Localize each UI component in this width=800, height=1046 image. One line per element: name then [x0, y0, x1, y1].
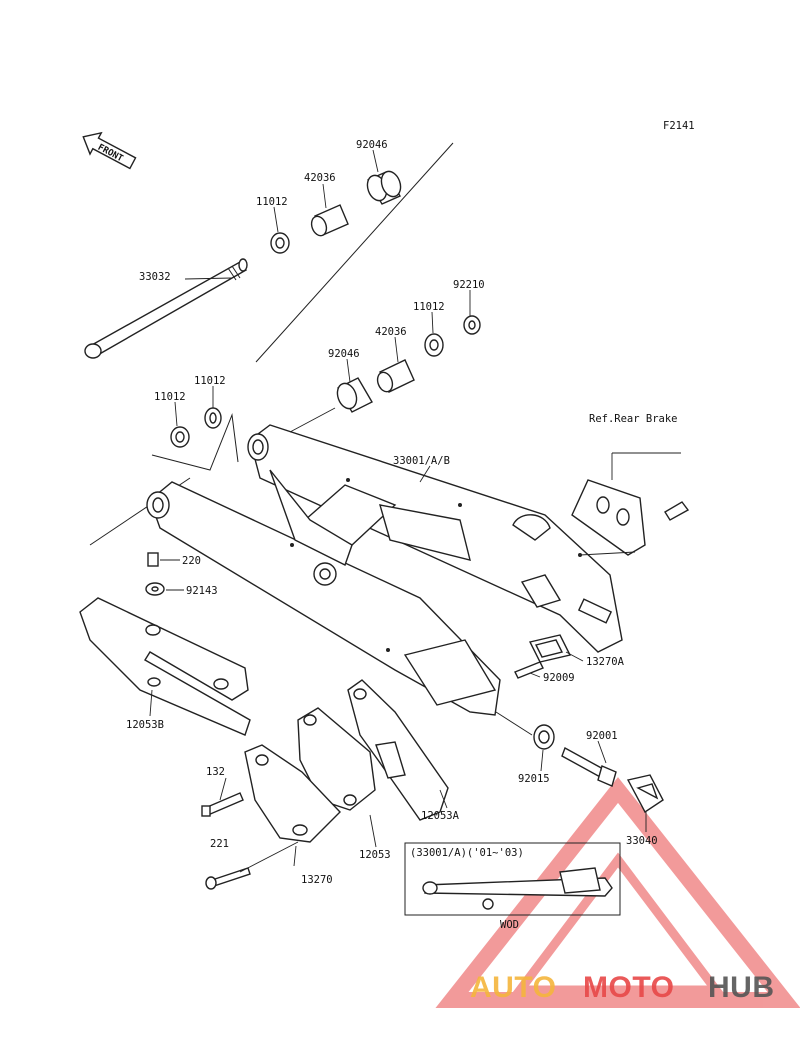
guard-plate-13270 [244, 744, 341, 843]
label-92046: 92046 [356, 139, 388, 151]
label-12053: 12053 [359, 849, 391, 861]
label-12053B: 12053B [126, 719, 164, 731]
guide-plate-13270A [528, 634, 572, 663]
label-33040: 33040 [626, 835, 658, 847]
label-11012: 11012 [194, 375, 226, 387]
chain-guide-12053A [347, 679, 449, 821]
rear-brake-bracket [571, 452, 690, 556]
label-13270: 13270 [301, 874, 333, 886]
watermark-hub: HUB [708, 971, 775, 1004]
label-92001: 92001 [586, 730, 618, 742]
label-92143: 92143 [186, 585, 218, 597]
watermark-auto: AUTO [470, 971, 556, 1004]
variant-inset [404, 842, 621, 916]
label-220: 220 [182, 555, 201, 567]
washer-11012-left-a [204, 407, 222, 429]
label-33032: 33032 [139, 271, 171, 283]
bolt-220 [147, 552, 159, 567]
bolt-132 [201, 792, 244, 817]
pivot-shaft-33032 [84, 258, 248, 359]
clip-33040 [626, 774, 664, 814]
watermark-moto: MOTO [583, 971, 674, 1004]
label-11012: 11012 [154, 391, 186, 403]
figure-id: F2141 [663, 120, 695, 132]
collar-42036-right [376, 359, 415, 393]
chain-slider-12053B [79, 597, 251, 736]
label-132: 132 [206, 766, 225, 778]
label-92046: 92046 [328, 348, 360, 360]
inset-footer: WOD [500, 919, 519, 931]
screw-92009 [514, 661, 544, 679]
chain-guide-12053 [297, 707, 376, 811]
label-42036: 42036 [304, 172, 336, 184]
label-ref-rear-brake: Ref.Rear Brake [589, 413, 678, 425]
swingarm-33001 [146, 424, 623, 716]
front-arrow-icon: FRONT [82, 131, 137, 170]
washer-11012-right [424, 333, 444, 357]
bushing-92046-right [336, 377, 373, 413]
label-11012: 11012 [256, 196, 288, 208]
inset-label: (33001/A)('01~'03) [410, 847, 524, 859]
label-13270A: 13270A [586, 656, 625, 668]
label-33001: 33001/A/B [393, 455, 450, 467]
washer-11012-left-b [170, 426, 190, 448]
collar-92015 [533, 724, 555, 750]
washer-92143 [145, 582, 165, 596]
label-92210: 92210 [453, 279, 485, 291]
label-92015: 92015 [518, 773, 550, 785]
collar-42036-upper [310, 204, 349, 237]
bolt-92001 [561, 746, 617, 787]
nut-11012-upper [270, 232, 290, 254]
label-92009: 92009 [543, 672, 575, 684]
nut-92210 [463, 315, 481, 335]
label-42036: 42036 [375, 326, 407, 338]
bushing-92046-upper [366, 170, 402, 205]
leader-lines [149, 149, 647, 873]
watermark-triangle-logo [435, 777, 800, 1008]
label-11012: 11012 [413, 301, 445, 313]
label-221: 221 [210, 838, 229, 850]
watermark-text: AUTO MOTO HUB [470, 971, 775, 1004]
label-12053A: 12053A [421, 810, 460, 822]
part-labels: 92046 42036 11012 33032 92210 11012 4203… [126, 139, 678, 931]
bolt-221 [205, 867, 251, 890]
